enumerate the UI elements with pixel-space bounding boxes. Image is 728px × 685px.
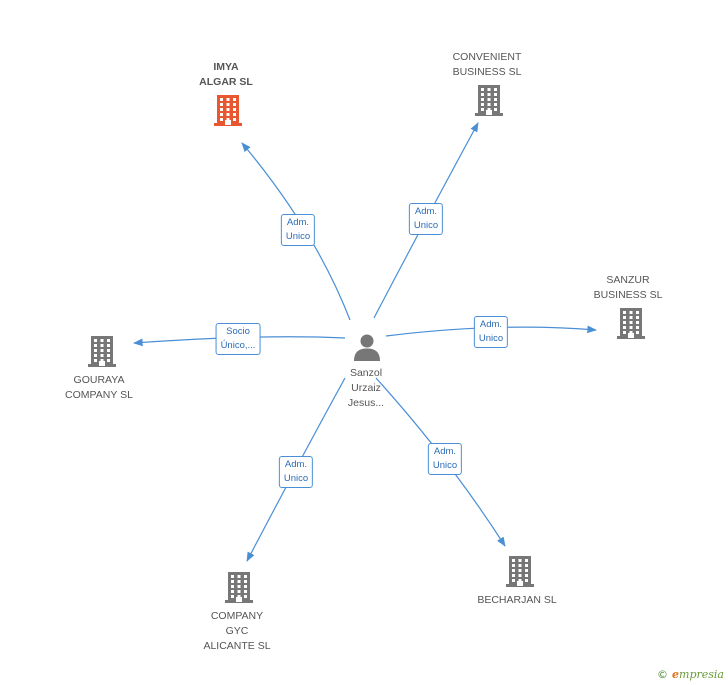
relation-label-gyc[interactable]: Adm.Unico bbox=[278, 456, 314, 488]
footer-brand: ©empresia bbox=[657, 668, 724, 681]
company-label-becharjan[interactable]: BECHARJAN SL bbox=[477, 594, 557, 606]
building-icon-sanzur[interactable] bbox=[614, 306, 648, 345]
building-icon-convenient[interactable] bbox=[472, 83, 506, 122]
relation-label-convenient[interactable]: Adm.Unico bbox=[408, 203, 444, 235]
building-icon-gouraya[interactable] bbox=[85, 334, 119, 373]
relation-label-imya[interactable]: Adm.Unico bbox=[280, 214, 316, 246]
relation-label-becharjan[interactable]: Adm.Unico bbox=[427, 443, 463, 475]
person-node[interactable] bbox=[352, 332, 382, 367]
building-icon-imya[interactable] bbox=[211, 93, 245, 132]
person-icon bbox=[354, 334, 380, 361]
building-icon-gyc[interactable] bbox=[222, 570, 256, 609]
building-icon-becharjan[interactable] bbox=[503, 554, 537, 593]
person-name[interactable]: Sanzol Urzaiz Jesus... bbox=[347, 367, 385, 409]
relation-label-sanzur[interactable]: Adm.Unico bbox=[473, 316, 509, 348]
copyright-icon: © bbox=[657, 668, 669, 681]
